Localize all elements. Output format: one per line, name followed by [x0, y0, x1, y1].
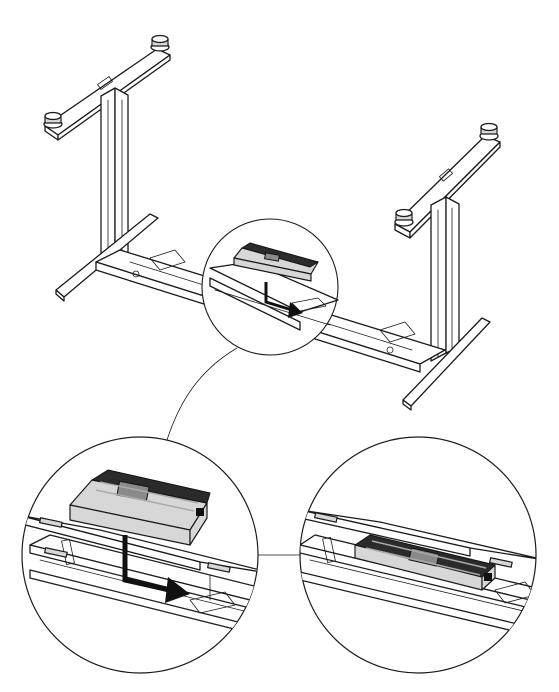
- left-column: [100, 87, 129, 257]
- left-foot: [55, 213, 159, 302]
- callout-circle-small: [201, 218, 339, 356]
- callout-leader-line: [166, 347, 238, 441]
- right-foot: [402, 317, 491, 411]
- detail-circle-after: [299, 436, 537, 674]
- control-box-icon: [354, 534, 496, 591]
- control-box-icon: [233, 242, 319, 282]
- control-box-icon: [69, 469, 211, 546]
- detail-circle-before: [21, 436, 259, 674]
- right-column: [430, 196, 460, 362]
- arrow-icon: [122, 535, 190, 603]
- arrow-icon: [264, 282, 303, 318]
